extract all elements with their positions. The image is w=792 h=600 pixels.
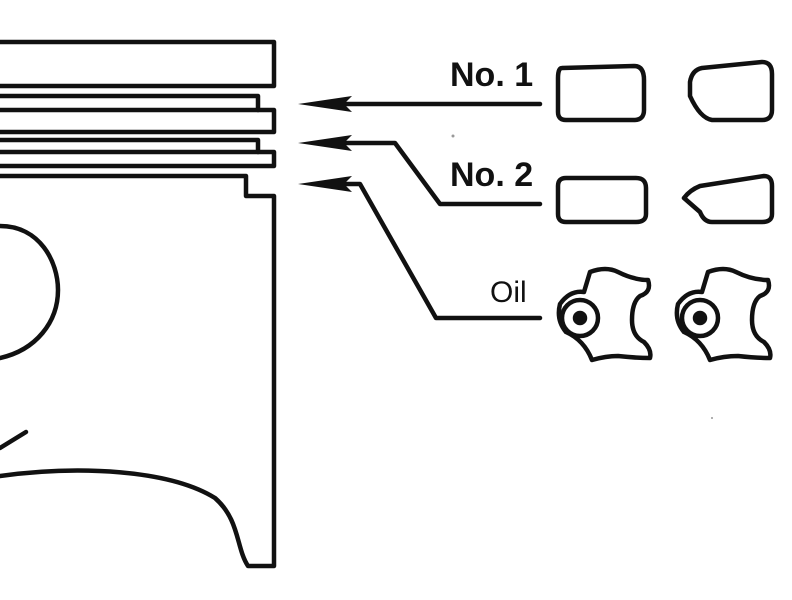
piston: [0, 39, 277, 569]
ring2-section-left: [555, 175, 649, 225]
leader-lines: [337, 101, 543, 321]
oil-ring-left-outer-circle: [559, 297, 601, 339]
oil-ring-left-inner-circle: [572, 310, 588, 326]
arrow-head-ring1: [298, 96, 352, 112]
piston-second-land: [0, 107, 277, 135]
arrow-head-oil: [298, 176, 352, 192]
ring1-section-left: [555, 63, 647, 123]
ring1-cross-sections: [555, 59, 775, 123]
arrow-heads: [298, 96, 352, 192]
piston-groove-2: [0, 137, 261, 155]
oil-ring-section-left: [556, 266, 653, 363]
oil-ring-section-right: [674, 266, 773, 363]
ring2-section-right: [681, 173, 775, 225]
leader-line-ring2: [337, 140, 543, 207]
scan-specks: [451, 134, 713, 419]
arrow-head-ring2: [298, 135, 352, 151]
oil-ring-right-outer-circle: [679, 297, 721, 339]
leader-line-oil: [337, 181, 543, 321]
piston-pin-boss: [0, 223, 61, 361]
piston-third-land: [0, 149, 277, 169]
oil-ring-cross-sections: [556, 266, 773, 363]
piston-groove-1: [0, 93, 261, 113]
label-ring1: No. 1: [450, 56, 533, 94]
speck: [451, 134, 455, 138]
speck: [711, 417, 713, 419]
ring1-section-right: [687, 59, 775, 123]
oil-ring-right-inner-circle: [692, 310, 708, 326]
ring2-cross-sections: [555, 173, 775, 225]
label-ring2: No. 2: [450, 156, 533, 194]
label-oil-ring: Oil: [490, 276, 527, 309]
piston-top-land: [0, 39, 277, 89]
piston-skirt: [0, 173, 277, 569]
piston-skirt-mark: [0, 429, 29, 451]
